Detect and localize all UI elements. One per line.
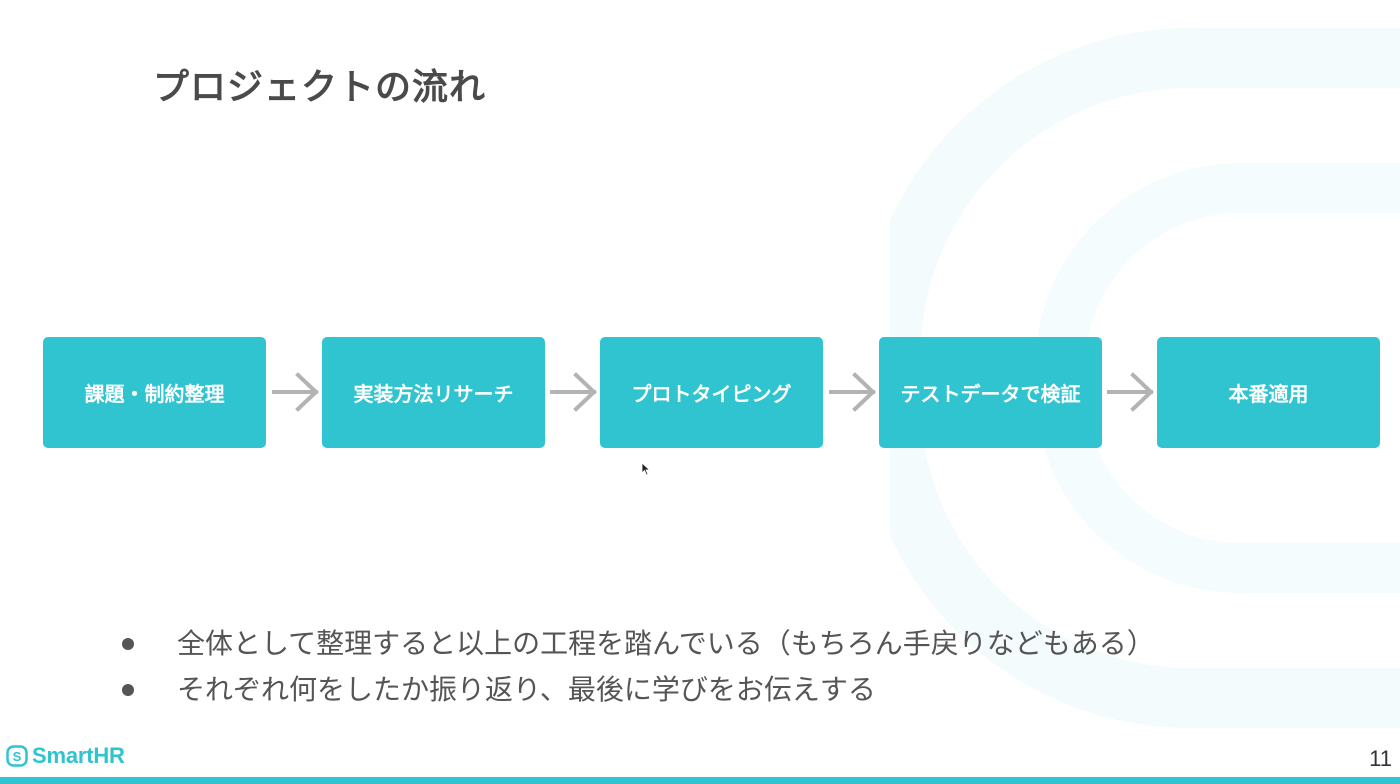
arrow-right-icon [272, 372, 319, 412]
process-flow: 課題・制約整理 実装方法リサーチ プロトタイピング テストデータで検証 本番適用 [43, 337, 1381, 448]
bullet-item: 全体として整理すると以上の工程を踏んでいる（もちろん手戻りなどもある） [122, 621, 1155, 667]
arrow-right-icon [1107, 372, 1154, 412]
bullet-item: それぞれ何をしたか振り返り、最後に学びをお伝えする [122, 667, 1155, 713]
bullet-text: 全体として整理すると以上の工程を踏んでいる（もちろん手戻りなどもある） [177, 627, 1155, 660]
bullet-list: 全体として整理すると以上の工程を踏んでいる（もちろん手戻りなどもある） それぞれ… [122, 621, 1155, 713]
logo-mark-letter: S [13, 749, 22, 764]
logo-text: SmartHR [32, 743, 125, 768]
page-number: 11 [1369, 746, 1392, 771]
arrow-right-icon [829, 372, 876, 412]
flow-step-3: プロトタイピング [600, 337, 823, 448]
flow-step-2: 実装方法リサーチ [322, 337, 545, 448]
mouse-cursor-icon [641, 462, 651, 476]
bullet-text: それぞれ何をしたか振り返り、最後に学びをお伝えする [177, 673, 876, 706]
arrow-right-icon [550, 372, 597, 412]
flow-step-5: 本番適用 [1157, 337, 1380, 448]
flow-step-1: 課題・制約整理 [43, 337, 266, 448]
smarthr-logo: S SmartHR [6, 742, 125, 770]
smarthr-logo-icon: S [6, 745, 28, 767]
bullet-dot-icon [122, 638, 134, 650]
bullet-dot-icon [122, 684, 134, 696]
flow-step-4: テストデータで検証 [879, 337, 1102, 448]
slide-title: プロジェクトの流れ [153, 67, 487, 108]
bottom-accent-bar [0, 777, 1400, 784]
